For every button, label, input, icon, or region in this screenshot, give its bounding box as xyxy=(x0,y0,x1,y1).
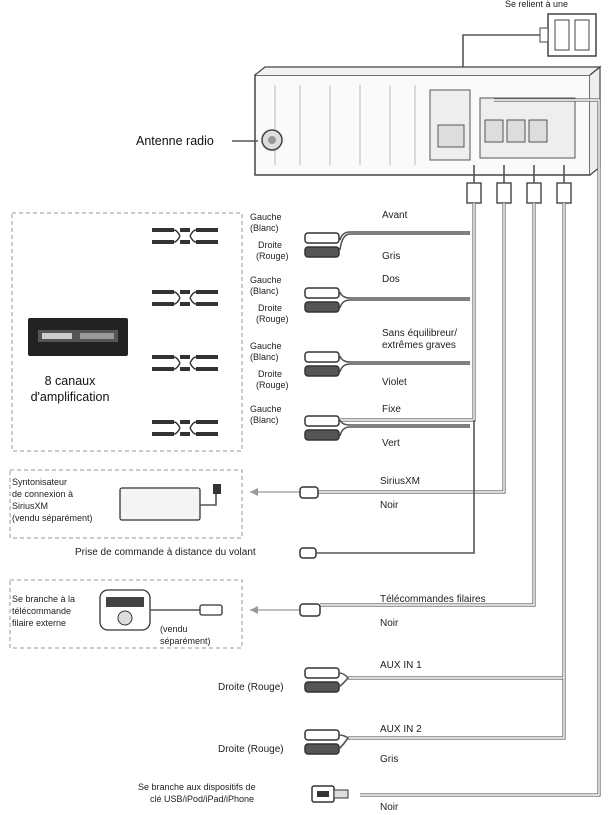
amp-dashed-box xyxy=(11,212,243,452)
siriusxm-tuner-icon xyxy=(119,484,221,521)
fixed-color: Vert xyxy=(382,438,400,449)
wired-remote-line-3: filaire externe xyxy=(12,618,66,628)
svg-text:(Rouge): (Rouge) xyxy=(256,314,289,324)
aux1-side-label: Droite (Rouge) xyxy=(218,682,284,693)
wired-remote-dashed-box xyxy=(9,579,243,649)
siriusxm-plug xyxy=(299,486,319,499)
wired-remote-line-2: télécommande xyxy=(12,606,71,616)
svg-text:Gauche: Gauche xyxy=(250,404,282,414)
svg-text:(Rouge): (Rouge) xyxy=(256,251,289,261)
head-unit-chassis xyxy=(254,65,602,176)
amplifier-icon xyxy=(28,318,128,356)
sub-color: Violet xyxy=(382,377,407,388)
sub-label-1: Sans équilibreur/ xyxy=(382,328,457,339)
rca-aux1 xyxy=(304,667,350,693)
amp-label-1: 8 canaux xyxy=(45,374,96,388)
steering-label: Prise de commande à distance du volant xyxy=(75,547,256,558)
aux2-color: Gris xyxy=(380,754,398,765)
usb-plug-icon xyxy=(311,785,349,803)
harness-plugs xyxy=(466,182,572,204)
trunk-remote xyxy=(320,203,536,607)
siriusxm-cable-label: SiriusXM xyxy=(380,476,420,487)
svg-text:Droite: Droite xyxy=(258,369,282,379)
front-label: Avant xyxy=(382,210,408,221)
rca-rear xyxy=(304,287,470,313)
wired-remote-sold-2: séparément) xyxy=(160,636,211,646)
usb-color: Noir xyxy=(380,802,399,813)
trunk-amp xyxy=(340,203,476,422)
aux1-label: AUX IN 1 xyxy=(380,660,422,671)
svg-text:(Rouge): (Rouge) xyxy=(256,380,289,390)
top-label: Se relient à une xyxy=(505,0,568,9)
usb-line-1: Se branche aux dispositifs de xyxy=(138,782,256,792)
sub-label-2: extrêmes graves xyxy=(382,340,456,351)
svg-text:(Blanc): (Blanc) xyxy=(250,415,279,425)
rca-aux2 xyxy=(304,729,350,755)
svg-text:Gauche: Gauche xyxy=(250,275,282,285)
antenna-label: Antenne radio xyxy=(136,134,214,148)
front-color: Gris xyxy=(382,251,400,262)
svg-text:(Blanc): (Blanc) xyxy=(250,352,279,362)
wired-remote-plug xyxy=(299,603,321,617)
siriusxm-box-line-1: Syntonisateur xyxy=(12,477,67,487)
svg-text:Droite: Droite xyxy=(258,240,282,250)
wired-remote-sold-1: (vendu xyxy=(160,624,188,634)
aux2-label: AUX IN 2 xyxy=(380,724,422,735)
wired-remote-cable-label: Télécommandes filaires xyxy=(380,594,486,605)
fixed-label: Fixe xyxy=(382,404,401,415)
rca-side-labels: Gauche (Blanc) Droite (Rouge) Gauche (Bl… xyxy=(250,212,289,425)
svg-text:Gauche: Gauche xyxy=(250,341,282,351)
siriusxm-dashed-box xyxy=(9,469,243,539)
rca-front xyxy=(304,231,470,258)
rca-cable-icons xyxy=(152,228,218,436)
wired-remote-color: Noir xyxy=(380,618,399,629)
power-connector xyxy=(539,13,597,57)
usb-line-2: clé USB/iPod/iPad/iPhone xyxy=(150,794,254,804)
rca-fixed xyxy=(304,415,470,441)
rear-label: Dos xyxy=(382,274,400,285)
amp-label-2: d'amplification xyxy=(31,390,110,404)
siriusxm-box-line-3: SiriusXM xyxy=(12,501,48,511)
svg-text:Gauche: Gauche xyxy=(250,212,282,222)
siriusxm-box-line-4: (vendu séparément) xyxy=(12,513,93,523)
steering-plug xyxy=(299,547,317,559)
wired-remote-icon xyxy=(99,589,223,631)
rca-sub xyxy=(304,351,470,377)
svg-text:(Blanc): (Blanc) xyxy=(250,286,279,296)
trunk-aux1 xyxy=(348,203,566,680)
siriusxm-color: Noir xyxy=(380,500,399,511)
steering-wire xyxy=(316,420,475,554)
siriusxm-box-line-2: de connexion à xyxy=(12,489,73,499)
wired-remote-line-1: Se branche à la xyxy=(12,594,75,604)
svg-text:(Blanc): (Blanc) xyxy=(250,223,279,233)
svg-text:Droite: Droite xyxy=(258,303,282,313)
aux2-side-label: Droite (Rouge) xyxy=(218,744,284,755)
